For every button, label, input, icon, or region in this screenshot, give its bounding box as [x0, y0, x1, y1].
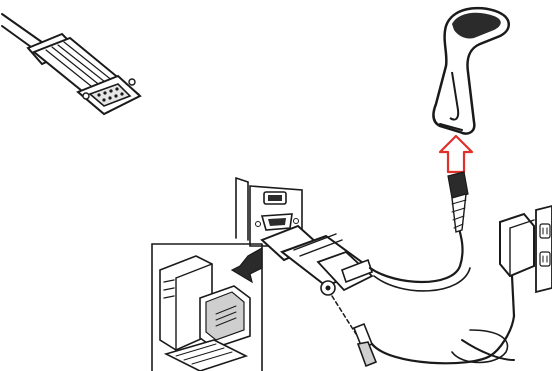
- red-up-arrow-icon: [440, 136, 472, 172]
- wall-outlet-icon: [536, 206, 552, 292]
- black-left-arrow-icon: [232, 248, 262, 282]
- db9-connector-icon: [2, 14, 140, 114]
- handheld-scanner-icon: [433, 8, 508, 133]
- power-adapter-icon: [500, 214, 534, 316]
- serial-cable-connector-icon: [262, 226, 376, 366]
- scanner-cable: [370, 172, 514, 363]
